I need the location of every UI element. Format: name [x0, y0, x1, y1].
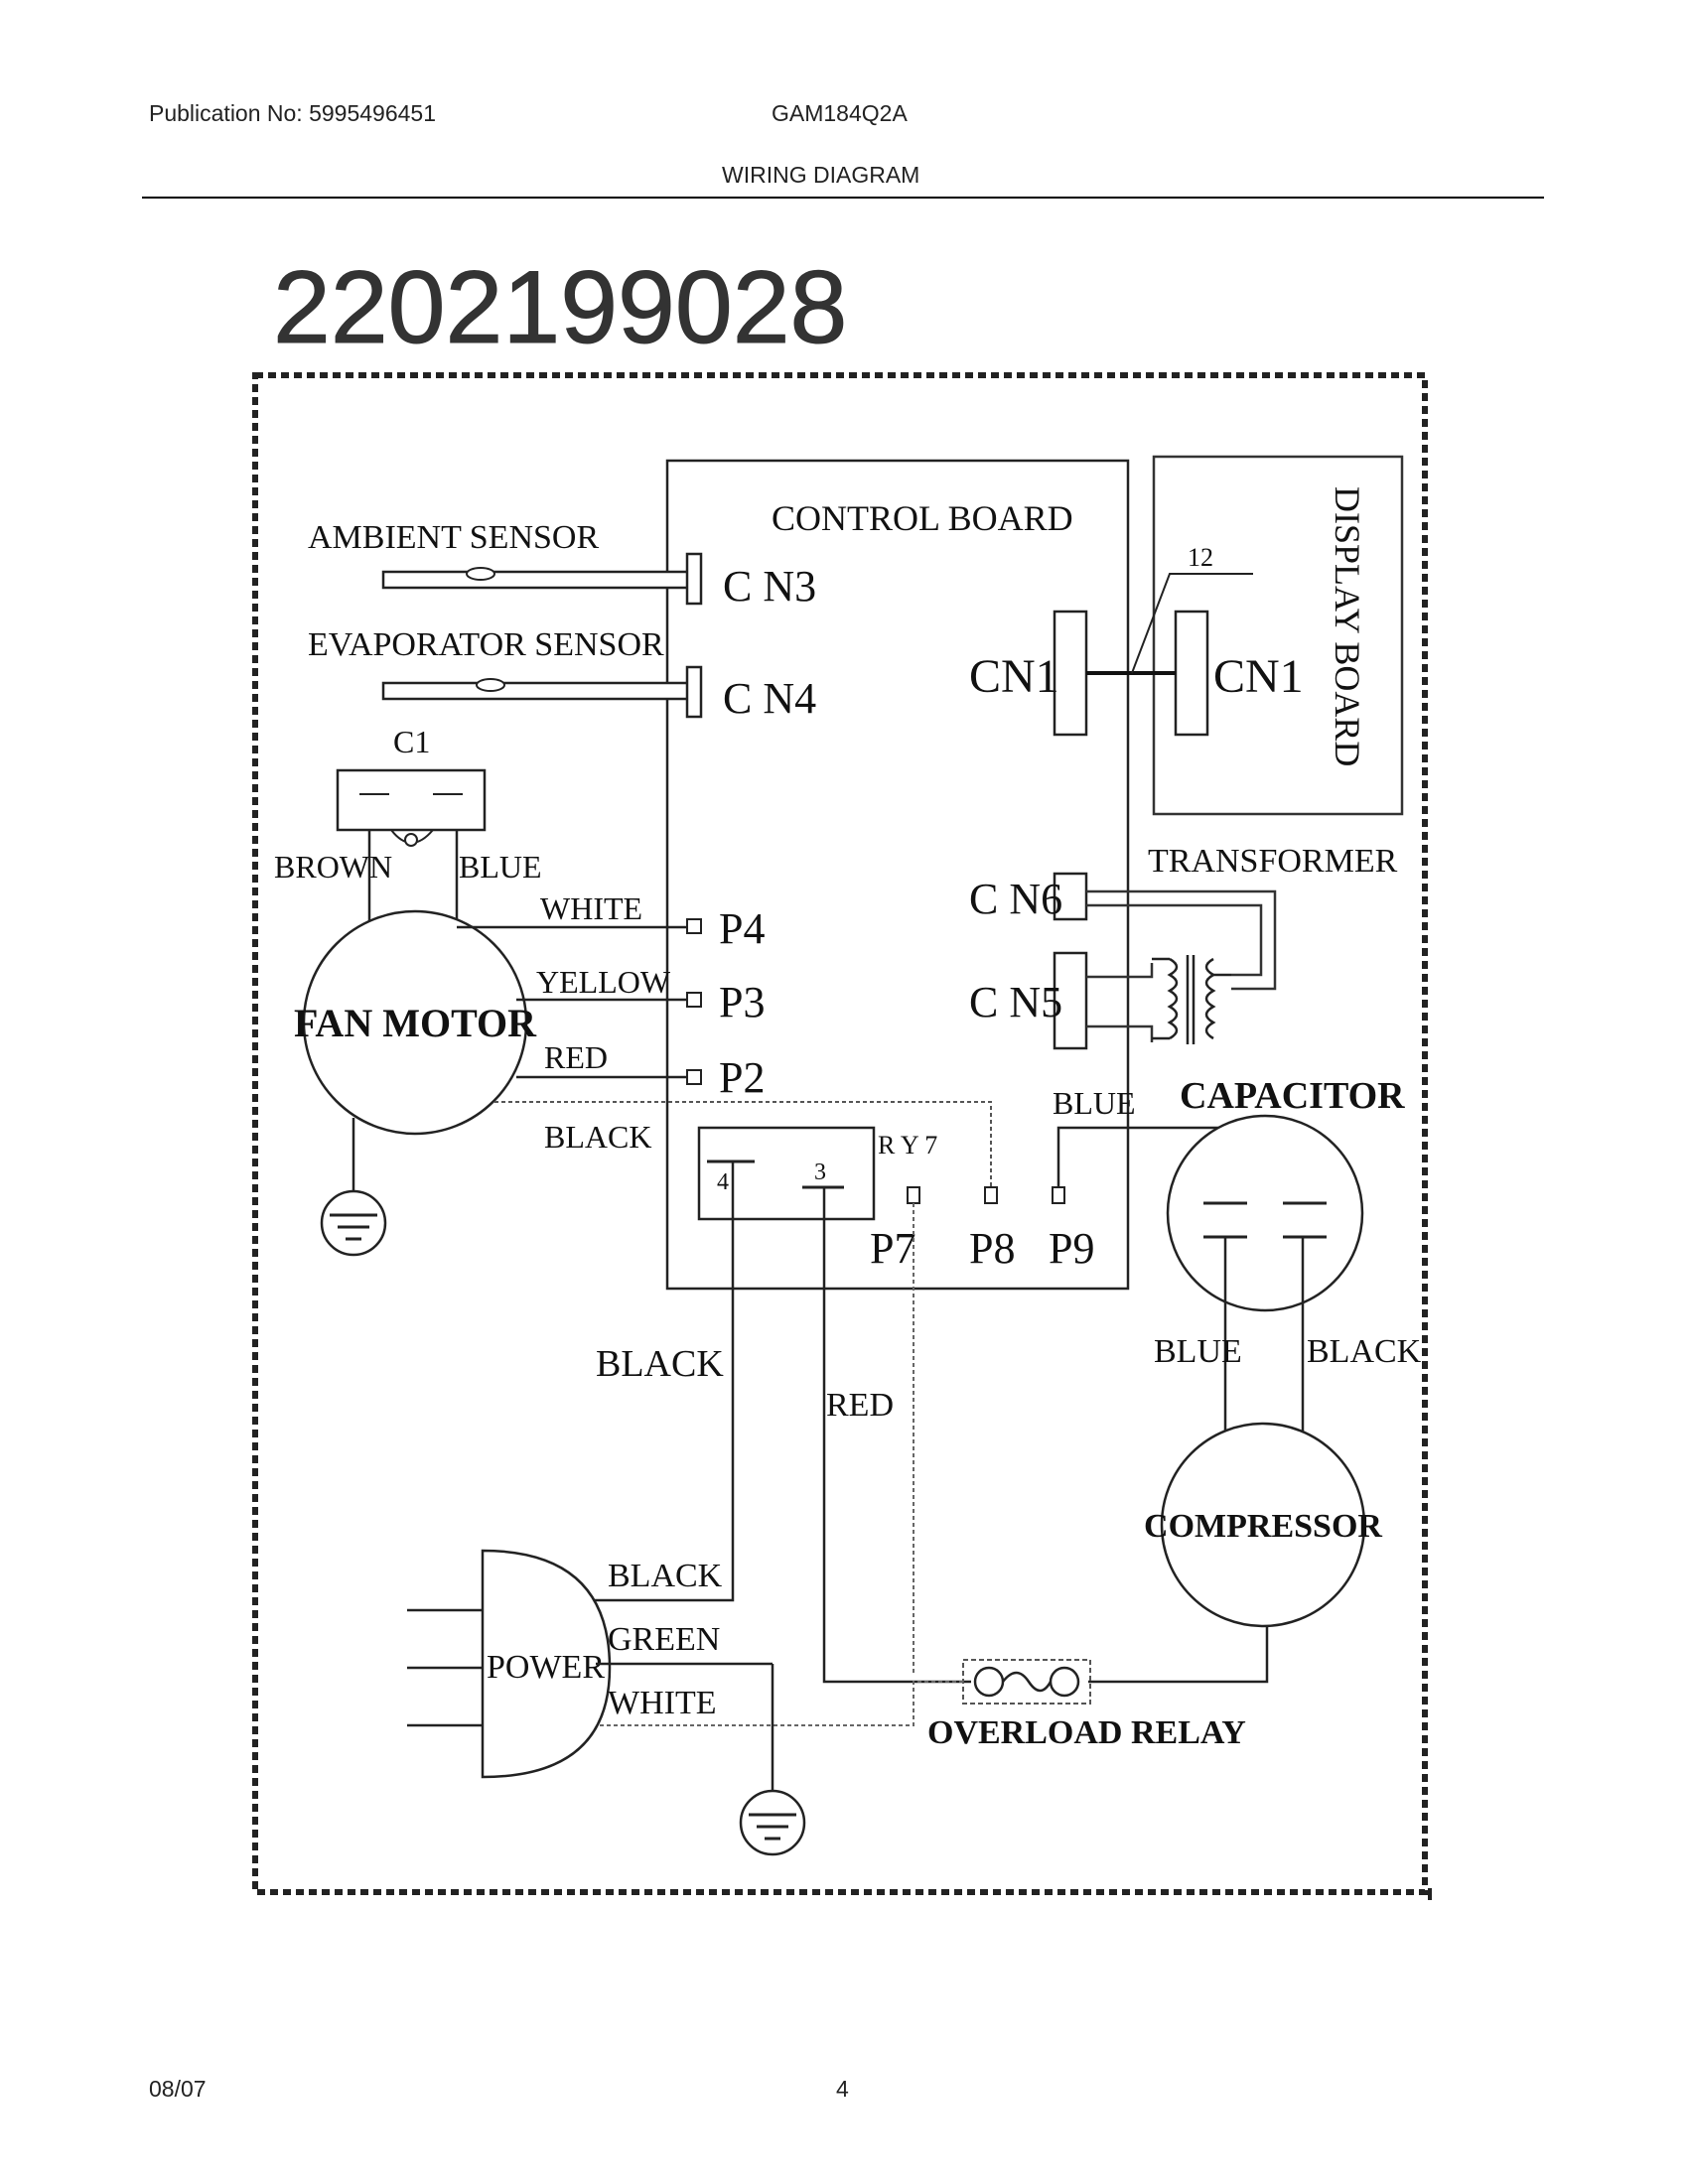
part-number: 2202199028 [273, 250, 847, 365]
blue-p9-label: BLUE [1053, 1085, 1136, 1121]
transformer-secondary-coil [1204, 957, 1216, 1040]
transformer-label: TRANSFORMER [1148, 843, 1398, 880]
overload-contact-left [973, 1666, 1005, 1698]
evaporator-sensor [381, 681, 695, 701]
footer-date: 08/07 [149, 2076, 207, 2102]
black-mid-label: BLACK [596, 1343, 724, 1385]
ambient-sensor-probe [466, 567, 495, 581]
c1-label: C1 [393, 724, 430, 759]
black-comp-label: BLACK [1307, 1333, 1422, 1370]
page-title: WIRING DIAGRAM [722, 162, 920, 188]
p3-label: P3 [719, 978, 765, 1026]
cn5-wires-top [1086, 963, 1154, 979]
power-label: POWER [487, 1649, 605, 1686]
capacitor [1166, 1114, 1364, 1312]
header-rule [142, 197, 1544, 199]
footer-page-number: 4 [836, 2076, 849, 2102]
p4-label: P4 [719, 904, 765, 953]
capacitor-label: CAPACITOR [1180, 1075, 1405, 1117]
overload-contact-right [1049, 1666, 1080, 1698]
transformer-primary-coil [1167, 957, 1179, 1040]
fan-motor [302, 909, 528, 1136]
yellow-label: YELLOW [536, 964, 671, 1000]
white-p4-label: WHITE [540, 890, 642, 926]
cn6-wires [1086, 889, 1277, 991]
cn1-left-label: CN1 [969, 650, 1059, 703]
wire-12-label: 12 [1188, 543, 1213, 572]
cn6-connector [1053, 872, 1088, 921]
cn4-label: C N4 [723, 674, 816, 723]
blue-fan-label: BLUE [459, 849, 542, 885]
model-number: GAM184Q2A [772, 100, 908, 126]
black-power-label: BLACK [608, 1558, 723, 1594]
wire-black-power [574, 1161, 735, 1602]
cn3-label: C N3 [723, 562, 816, 611]
p7-terminal [907, 1186, 920, 1204]
overload-element [1002, 1671, 1053, 1693]
white-power-label: WHITE [608, 1685, 717, 1721]
evaporator-sensor-label: EVAPORATOR SENSOR [308, 626, 664, 663]
power-plug [481, 1549, 612, 1779]
cn6-wires-2 [1086, 903, 1263, 977]
fan-ground-ring [320, 1189, 387, 1257]
cn1-right-label: CN1 [1213, 650, 1304, 703]
wire-compressor-overload [1088, 1626, 1269, 1684]
p9-label: P9 [1049, 1224, 1094, 1273]
ambient-sensor-label: AMBIENT SENSOR [308, 519, 599, 556]
publication-number: Publication No: 5995496451 [149, 100, 437, 126]
cn4-connector [685, 665, 703, 719]
outer-border [252, 372, 1428, 1895]
cn5-wires-bottom [1086, 1024, 1154, 1042]
wire-red-overload [822, 1187, 971, 1684]
cn5-label: C N5 [969, 978, 1062, 1026]
cable-12-leader [1131, 573, 1253, 674]
p8-label: P8 [969, 1224, 1015, 1273]
compressor [1160, 1422, 1366, 1628]
control-board-label: CONTROL BOARD [772, 498, 1073, 538]
blue-comp-label: BLUE [1154, 1333, 1242, 1370]
red-mid-label: RED [826, 1387, 894, 1424]
fan-motor-label: FAN MOTOR [294, 1001, 537, 1045]
cn6-label: C N6 [969, 875, 1062, 923]
cn1-connector-right [1174, 610, 1209, 737]
red-p2-label: RED [544, 1039, 608, 1075]
fan-capacitor-c1 [336, 768, 487, 832]
wire-white-overload [600, 1681, 963, 1726]
cn5-connector [1053, 951, 1088, 1050]
p2-terminal [686, 1069, 702, 1085]
control-board [665, 459, 1130, 1291]
green-power-label: GREEN [608, 1621, 720, 1658]
p8-terminal [984, 1186, 998, 1204]
pin4-label: 4 [717, 1169, 729, 1195]
wire-black-fan [494, 1101, 992, 1187]
relay-ry7 [697, 1126, 876, 1221]
ry7-label: R Y 7 [878, 1131, 937, 1160]
power-ground-ring [739, 1789, 806, 1856]
p4-terminal [686, 918, 702, 934]
cn3-connector [685, 552, 703, 606]
brown-label: BROWN [274, 849, 392, 885]
overload-relay-label: OVERLOAD RELAY [927, 1714, 1246, 1751]
compressor-label: COMPRESSOR [1144, 1508, 1382, 1545]
ambient-sensor [381, 570, 695, 590]
display-board-label: DISPLAY BOARD [1328, 486, 1367, 766]
cn1-connector-left [1053, 610, 1088, 737]
corner-mark [1428, 1888, 1432, 1900]
black-fan-label: BLACK [544, 1119, 651, 1155]
p7-label: P7 [870, 1224, 915, 1273]
display-board [1152, 455, 1404, 816]
p2-label: P2 [719, 1053, 765, 1102]
p3-terminal [686, 992, 702, 1008]
evaporator-sensor-probe [476, 678, 505, 692]
c1-lead-node [404, 833, 418, 847]
p9-terminal [1052, 1186, 1065, 1204]
pin3-label: 3 [814, 1160, 826, 1185]
